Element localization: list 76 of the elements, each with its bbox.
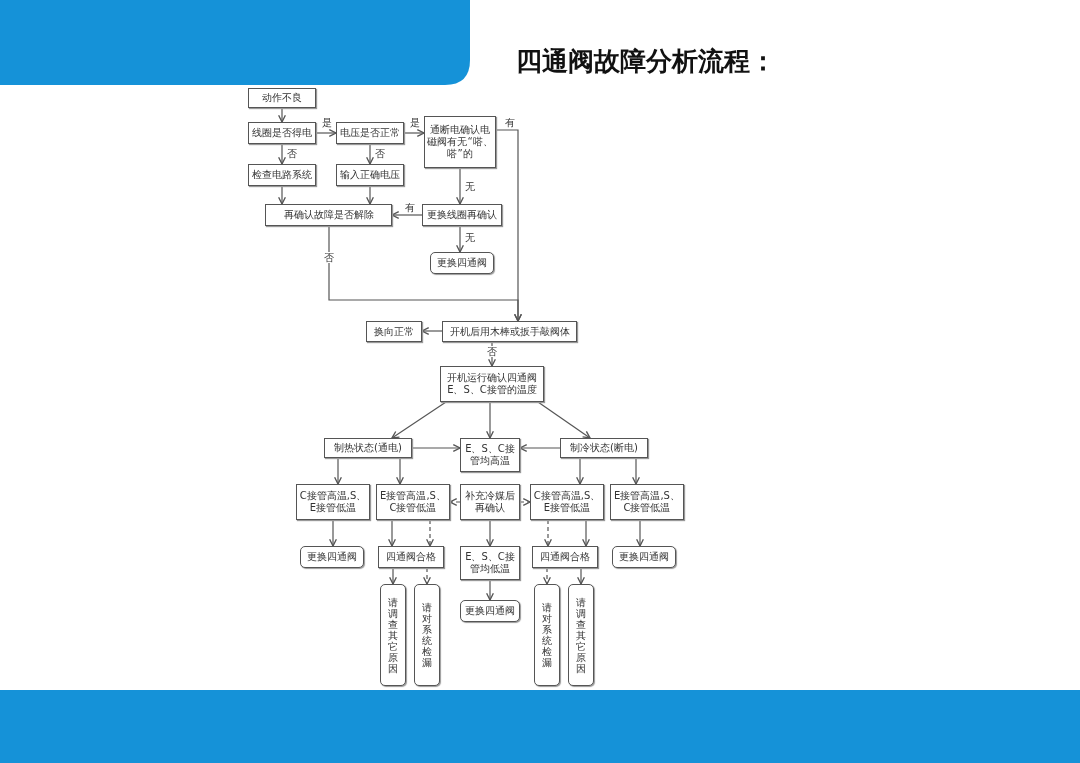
process-box: 动作不良 [248,88,316,108]
terminal-box: 请调查其它原因 [568,584,594,686]
process-box: C接管高温,S、E接管低温 [530,484,604,520]
arrow [485,579,495,601]
edge-label: 是 [409,117,421,128]
edge-label: 无 [464,181,476,192]
arrow [388,567,398,585]
process-box: 换向正常 [366,321,422,342]
process-box: E、S、C接管均低温 [460,546,520,580]
process-box: 补充冷媒后再确认 [460,484,520,520]
arrow [421,326,443,336]
arrow [455,167,465,205]
arrow [581,519,591,547]
terminal-box: 更换四通阀 [612,546,676,568]
arrow [277,143,287,165]
process-box: 输入正确电压 [336,164,404,186]
process-box: 检查电路系统 [248,164,316,186]
arrow [333,457,343,485]
edge-label: 是 [321,117,333,128]
process-box: 再确认故障是否解除 [265,204,392,226]
terminal-box: 请对系统检漏 [414,584,440,686]
terminal-box: 更换四通阀 [430,252,494,274]
process-box: C接管高温,S、E接管低温 [296,484,370,520]
dashed-arrow [425,519,435,547]
edge-label: 无 [464,232,476,243]
arrow [395,457,405,485]
terminal-box: 请对系统检漏 [534,584,560,686]
process-box: 制热状态(通电) [324,438,412,458]
arrow [519,443,561,453]
edge-label: 否 [486,346,498,357]
arrow [365,143,375,165]
dashed-arrow [422,567,432,585]
edge-label: 有 [404,202,416,213]
terminal-box: 请调查其它原因 [380,584,406,686]
arrow [328,519,338,547]
arrow [277,185,287,205]
dashed-arrow [449,497,461,507]
process-box: 电压是否正常 [336,122,404,144]
arrow [485,401,495,439]
edge-label: 有 [504,117,516,128]
arrow [635,519,645,547]
arrow [485,519,495,547]
process-box: 更换线圈再确认 [422,204,502,226]
arrow [365,185,375,205]
arrow [277,107,287,123]
dashed-arrow [542,567,552,585]
process-box: E接管高温,S、C接管低温 [610,484,684,520]
arrow [391,210,423,220]
dashed-arrow [519,497,531,507]
arrow [411,443,461,453]
arrow [576,567,586,585]
edge-label: 否 [286,148,298,159]
arrow [391,401,447,439]
process-box: 开机后用木棒或扳手敲阀体 [442,321,577,342]
process-box: E接管高温,S、C接管低温 [376,484,450,520]
arrow [631,457,641,485]
edge-label: 否 [323,252,335,263]
process-box: 开机运行确认四通阀E、S、C接管的温度 [440,366,544,402]
dashed-arrow [543,519,553,547]
title: 四通阀故障分析流程： [516,45,776,78]
arrow [537,401,591,439]
arrow [403,128,425,138]
arrow [455,225,465,253]
process-box: E、S、C接管均高温 [460,438,520,472]
terminal-box: 更换四通阀 [460,600,520,622]
process-box: 通断电确认电磁阀有无“嗒、嗒”的 [424,116,496,168]
arrow [575,457,585,485]
arrow [387,519,397,547]
process-box: 制冷状态(断电) [560,438,648,458]
process-box: 线圈是否得电 [248,122,316,144]
edge-label: 否 [374,148,386,159]
process-box: 四通阀合格 [378,546,444,568]
process-box: 四通阀合格 [532,546,598,568]
arrow [328,225,523,322]
arrow [315,128,337,138]
terminal-box: 更换四通阀 [300,546,364,568]
